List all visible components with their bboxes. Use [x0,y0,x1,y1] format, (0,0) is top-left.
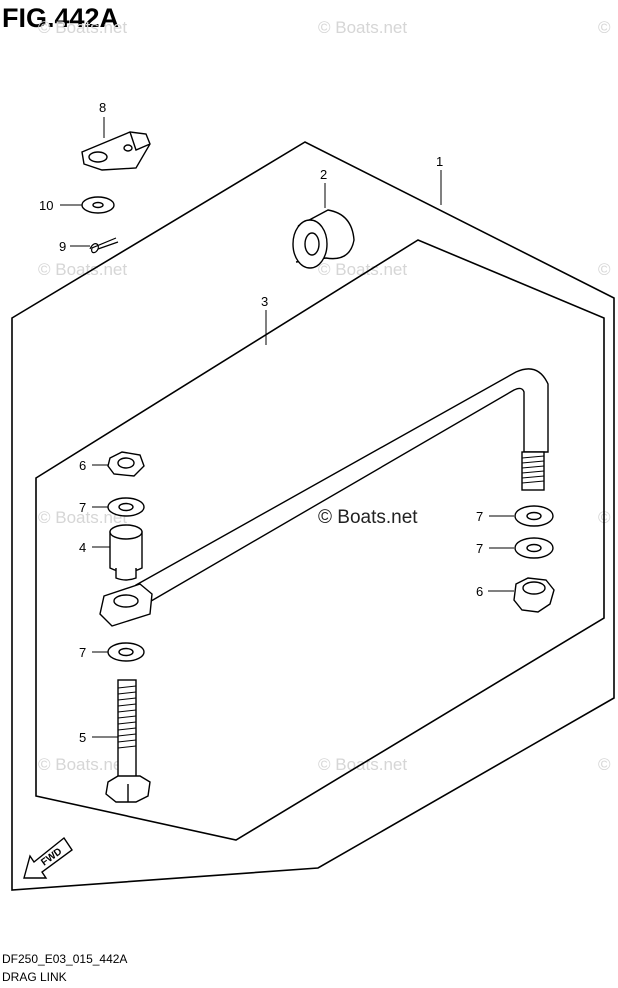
callout-6-right: 6 [476,584,483,599]
callout-7-right-lower: 7 [476,541,483,556]
watermark: © Boats.net [38,18,127,37]
callout-10: 10 [39,198,53,213]
watermark: © Boats.net [38,755,127,774]
watermark-group: © Boats.net © Boats.net © © Boats.net © … [38,18,611,774]
callout-1: 1 [436,154,443,169]
callout-7-left-upper: 7 [79,500,86,515]
part-6-nut-left [107,451,145,477]
figure-code: DF250_E03_015_442A [2,952,127,966]
part-2-bushing [292,209,355,269]
part-8-bracket [81,131,151,171]
callout-9: 9 [59,239,66,254]
callout-6-left: 6 [79,458,86,473]
part-3-drag-link [99,368,549,627]
callout-3: 3 [261,294,268,309]
watermark-corner: © [598,260,611,279]
callout-labels: 8 10 9 1 2 3 6 7 4 7 5 7 7 6 [39,100,483,745]
figure-name: DRAG LINK [2,970,67,984]
callout-5: 5 [79,730,86,745]
watermark: © Boats.net [318,18,407,37]
part-9-pin [89,237,119,254]
fwd-arrow-icon: FWD [23,836,73,879]
part-10-washer [81,196,115,214]
part-7-washer-right-lower [514,537,554,559]
callout-8: 8 [99,100,106,115]
leader-lines [60,117,514,738]
assembly-outline-outer [11,141,615,891]
part-7-washer-left-lower [107,642,145,662]
watermark: © Boats.net [38,508,127,527]
part-4-collar [109,524,143,581]
part-5-bolt [105,679,151,803]
callout-4: 4 [79,540,86,555]
watermark: © Boats.net [38,260,127,279]
assembly-outline-inner [35,239,605,841]
callout-7-right-upper: 7 [476,509,483,524]
callout-7-left-lower: 7 [79,645,86,660]
callout-2: 2 [320,167,327,182]
watermark-corner: © [598,755,611,774]
figure-title: FIG.442A [2,3,119,33]
watermark-corner: © [598,18,611,37]
watermark-center: © Boats.net [318,507,418,528]
watermark: © Boats.net [318,260,407,279]
part-7-washer-right-upper [514,505,554,527]
part-6-nut-right [513,577,555,613]
part-7-washer-left-upper [107,497,145,517]
